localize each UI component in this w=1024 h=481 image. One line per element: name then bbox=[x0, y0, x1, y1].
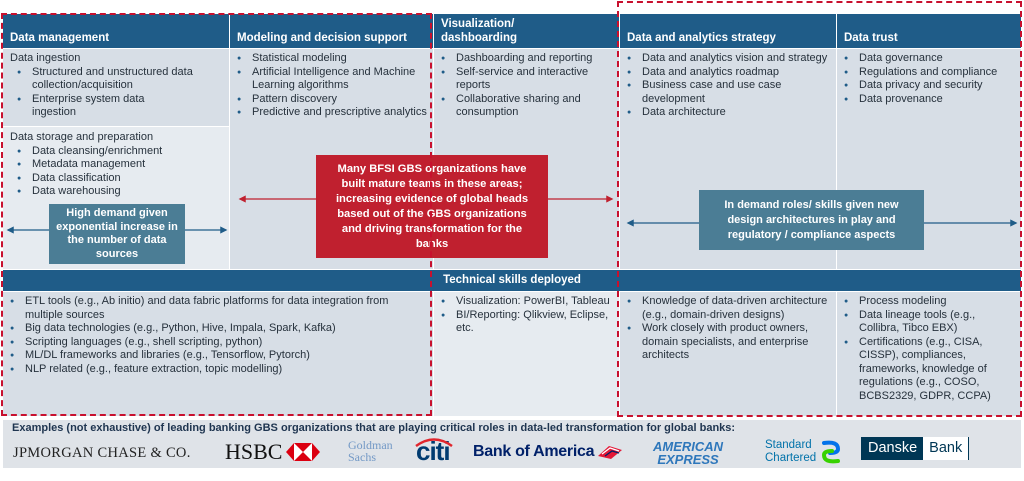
list-item: Data warehousing bbox=[10, 185, 229, 199]
header-label: Data trust bbox=[844, 32, 898, 44]
logo-text: Goldman bbox=[348, 438, 393, 452]
list-item: Scripting languages (e.g., shell scripti… bbox=[3, 336, 427, 350]
citi-arc-icon bbox=[415, 438, 453, 447]
list-item: Process modeling bbox=[837, 295, 1017, 309]
list-item: Collaborative sharing and consumption bbox=[434, 93, 613, 120]
list-item: Data governance bbox=[837, 52, 1017, 66]
section-title: Data storage and preparation bbox=[10, 131, 154, 143]
danske-bank-logo: Danske Bank bbox=[861, 437, 970, 460]
list-item: Regulations and compliance bbox=[837, 66, 1017, 80]
logo-text: Sachs bbox=[348, 450, 376, 464]
header-label: Data and analytics strategy bbox=[627, 32, 776, 44]
tech-col-2: Visualization: PowerBI, Tableau BI/Repor… bbox=[434, 292, 619, 416]
list-item: Data lineage tools (e.g., Collibra, Tibc… bbox=[837, 309, 1017, 336]
list-item: Data classification bbox=[10, 172, 229, 186]
logo-text: Bank of America bbox=[473, 443, 595, 460]
highlight-frame-left bbox=[1, 13, 432, 416]
header-data-trust: Data trust bbox=[837, 14, 1021, 48]
list-item: Certifications (e.g., CISA, CISSP), comp… bbox=[837, 336, 1017, 404]
flag-icon bbox=[598, 446, 623, 459]
visualization-list: Dashboarding and reporting Self-service … bbox=[434, 52, 613, 120]
list-item: Business case and use case development bbox=[620, 79, 828, 106]
callout-text: Many BFSI GBS organizations have built m… bbox=[335, 162, 529, 250]
logo-text: Danske bbox=[862, 437, 924, 460]
logo-text: Chartered bbox=[765, 452, 817, 464]
storage-list: Data cleansing/enrichment Metadata manag… bbox=[10, 145, 229, 199]
logo-text: Bank bbox=[923, 437, 969, 460]
list-item: Data and analytics vision and strategy bbox=[620, 52, 828, 66]
header-visualization: Visualization/ dashboarding bbox=[434, 14, 619, 48]
list-item: Big data technologies (e.g., Python, Hiv… bbox=[3, 322, 427, 336]
logo-text: Standard bbox=[765, 439, 812, 451]
callout-mature-teams: Many BFSI GBS organizations have built m… bbox=[316, 155, 548, 258]
citi-logo: citi bbox=[415, 436, 453, 466]
list-item: Work closely with product owners, domain… bbox=[620, 322, 828, 363]
standard-chartered-swirl-icon bbox=[822, 440, 841, 464]
tech-list: ETL tools (e.g., Ab initio) and data fab… bbox=[3, 295, 427, 376]
list-item: ML/DL frameworks and libraries (e.g., Te… bbox=[3, 349, 427, 363]
list-item: Dashboarding and reporting bbox=[434, 52, 613, 66]
list-item: Data and analytics roadmap bbox=[620, 66, 828, 80]
callout-text: In demand roles/ skills given new design… bbox=[724, 198, 899, 241]
modeling-list: Statistical modeling Artificial Intellig… bbox=[230, 52, 427, 120]
list-item: Visualization: PowerBI, Tableau bbox=[434, 295, 613, 309]
examples-panel: Examples (not exhaustive) of leading ban… bbox=[3, 420, 1021, 468]
list-item: Data provenance bbox=[837, 93, 1017, 107]
list-item: Metadata management bbox=[10, 158, 229, 172]
tech-col-3: Knowledge of data-driven architecture (e… bbox=[620, 292, 836, 416]
list-item: Self-service and interactive reports bbox=[434, 66, 613, 93]
jpmorgan-logo: JPMORGAN CHASE & CO. bbox=[13, 442, 191, 464]
callout-in-demand-roles: In demand roles/ skills given new design… bbox=[699, 190, 924, 250]
standard-chartered-logo: Standard Chartered bbox=[765, 438, 842, 466]
data-ingestion-panel: Data ingestion Structured and unstructur… bbox=[3, 49, 229, 126]
callout-high-demand: High demand given exponential increase i… bbox=[49, 204, 185, 264]
trust-list: Data governance Regulations and complian… bbox=[837, 52, 1017, 106]
list-item: Structured and unstructured data collect… bbox=[10, 66, 229, 93]
tech-list: Knowledge of data-driven architecture (e… bbox=[620, 295, 828, 363]
list-item: Data architecture bbox=[620, 106, 828, 120]
header-label: Modeling and decision support bbox=[237, 32, 407, 44]
header-label: dashboarding bbox=[441, 32, 518, 44]
highlight-frame-right bbox=[617, 1, 1022, 417]
ingestion-list: Structured and unstructured data collect… bbox=[10, 66, 229, 120]
header-label: Data management bbox=[10, 32, 110, 44]
strategy-list: Data and analytics vision and strategy D… bbox=[620, 52, 828, 120]
section-title: Technical skills deployed bbox=[443, 274, 581, 286]
goldman-sachs-logo: Goldman Sachs bbox=[348, 439, 393, 463]
logo-text: EXPRESS bbox=[657, 452, 719, 467]
section-title: Data ingestion bbox=[10, 52, 81, 64]
list-item: Enterprise system data ingestion bbox=[10, 93, 229, 120]
list-item: Pattern discovery bbox=[230, 93, 427, 107]
bank-of-america-logo: Bank of America bbox=[473, 440, 623, 464]
list-item: NLP related (e.g., feature extraction, t… bbox=[3, 363, 427, 377]
logo-text: JPMORGAN CHASE & CO. bbox=[13, 444, 191, 461]
header-modeling: Modeling and decision support bbox=[230, 14, 433, 48]
list-item: Statistical modeling bbox=[230, 52, 427, 66]
tech-col-1: ETL tools (e.g., Ab initio) and data fab… bbox=[3, 292, 433, 416]
header-strategy: Data and analytics strategy bbox=[620, 14, 836, 48]
tech-list: Visualization: PowerBI, Tableau BI/Repor… bbox=[434, 295, 613, 336]
tech-list: Process modeling Data lineage tools (e.g… bbox=[837, 295, 1017, 403]
list-item: BI/Reporting: Qlikview, Eclipse, etc. bbox=[434, 309, 613, 336]
logo-text: AMERICAN bbox=[653, 439, 724, 454]
logo-text: HSBC bbox=[225, 439, 283, 464]
header-label: Visualization/ bbox=[441, 18, 515, 30]
tech-col-4: Process modeling Data lineage tools (e.g… bbox=[837, 292, 1021, 416]
callout-text: High demand given exponential increase i… bbox=[56, 207, 178, 260]
list-item: Artificial Intelligence and Machine Lear… bbox=[230, 66, 427, 93]
american-express-logo: AMERICAN EXPRESS bbox=[653, 440, 723, 466]
list-item: Data cleansing/enrichment bbox=[10, 145, 229, 159]
examples-title: Examples (not exhaustive) of leading ban… bbox=[12, 422, 736, 434]
list-item: Data privacy and security bbox=[837, 79, 1017, 93]
list-item: Predictive and prescriptive analytics bbox=[230, 106, 427, 120]
technical-skills-header: Technical skills deployed bbox=[3, 270, 1021, 291]
list-item: Knowledge of data-driven architecture (e… bbox=[620, 295, 828, 322]
hsbc-logo: HSBC bbox=[225, 439, 321, 465]
header-data-management: Data management bbox=[3, 14, 229, 48]
list-item: ETL tools (e.g., Ab initio) and data fab… bbox=[3, 295, 427, 322]
hsbc-hexagon-icon bbox=[286, 443, 321, 461]
